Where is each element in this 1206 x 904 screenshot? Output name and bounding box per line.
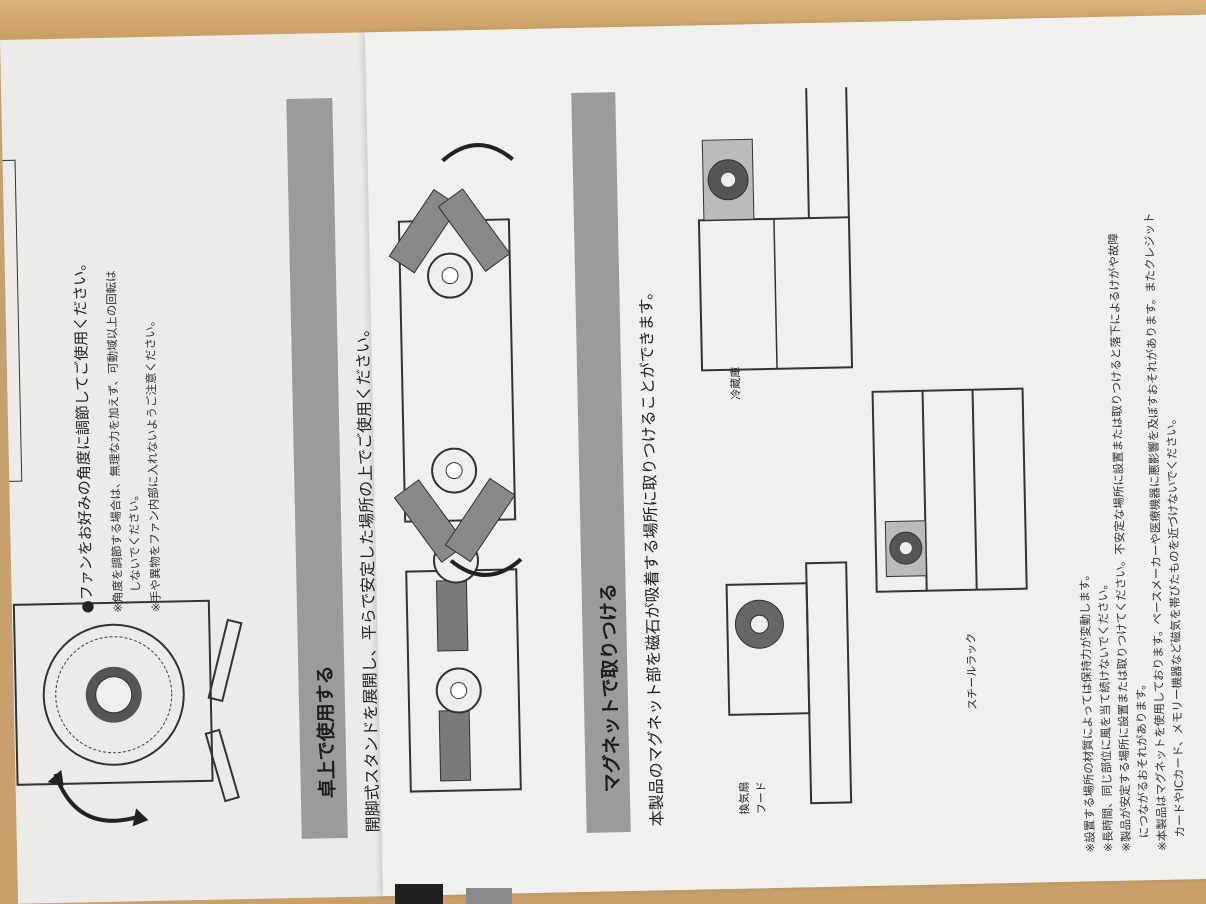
hood-caption-1: 換気扇 (737, 781, 752, 815)
magnet-section-band: マグネットで取りつける (571, 92, 631, 833)
fridge-illustration (697, 87, 854, 372)
hood-caption-2: フード (754, 781, 769, 815)
angle-note-1b: しないでください。 (126, 489, 143, 593)
angle-bullet-text: ●ファンをお好みの角度に調節してご使用ください。 (70, 255, 97, 614)
rotate-arrow-icon (53, 773, 137, 823)
desk-section-band: 卓上で使用する (286, 98, 348, 839)
fridge-caption: 冷蔵庫 (729, 366, 743, 400)
desk-section-text: 開脚式スタンドを展開し、平らで安定した場所の上でご使用ください。 (352, 320, 383, 833)
right-panel: 卓上で使用する 開脚式スタンドを展開し、平らで安定した場所の上でご使用ください。 (286, 13, 1206, 897)
instruction-sheet: ●ファンをお好みの角度に調節してご使用ください。 ※角度を調節する場合は、無理な… (0, 13, 1206, 904)
fan-angle-illustration (12, 599, 243, 827)
grey-print-mark (466, 888, 512, 904)
magnet-section-text: 本製品のマグネット部を磁石が吸着する場所に取りつけることができます。 (636, 283, 667, 827)
left-panel: ●ファンをお好みの角度に調節してご使用ください。 ※角度を調節する場合は、無理な… (0, 15, 1206, 827)
rotate-arrow-icon (441, 143, 514, 163)
note-3b: につながるおそれがあります。 (1133, 678, 1151, 839)
magnet-section-heading: マグネットで取りつける (597, 582, 624, 793)
desk-stand-illustration (388, 143, 523, 793)
angle-note-1a: ※角度を調節する場合は、無理な力を加えず、可動域以上の回転は (103, 270, 126, 613)
desk-section-heading: 卓上で使用する (314, 665, 339, 799)
steel-rack-caption: スチールラック (964, 632, 980, 710)
rotate-arrow-icon (449, 557, 523, 577)
hood-illustration (725, 561, 853, 805)
dark-print-mark (395, 884, 443, 904)
angle-note-2: ※手や異物をファン内部に入れないようご注意ください。 (142, 314, 164, 613)
steel-rack-illustration (871, 387, 1028, 593)
top-left-frame (2, 159, 23, 482)
